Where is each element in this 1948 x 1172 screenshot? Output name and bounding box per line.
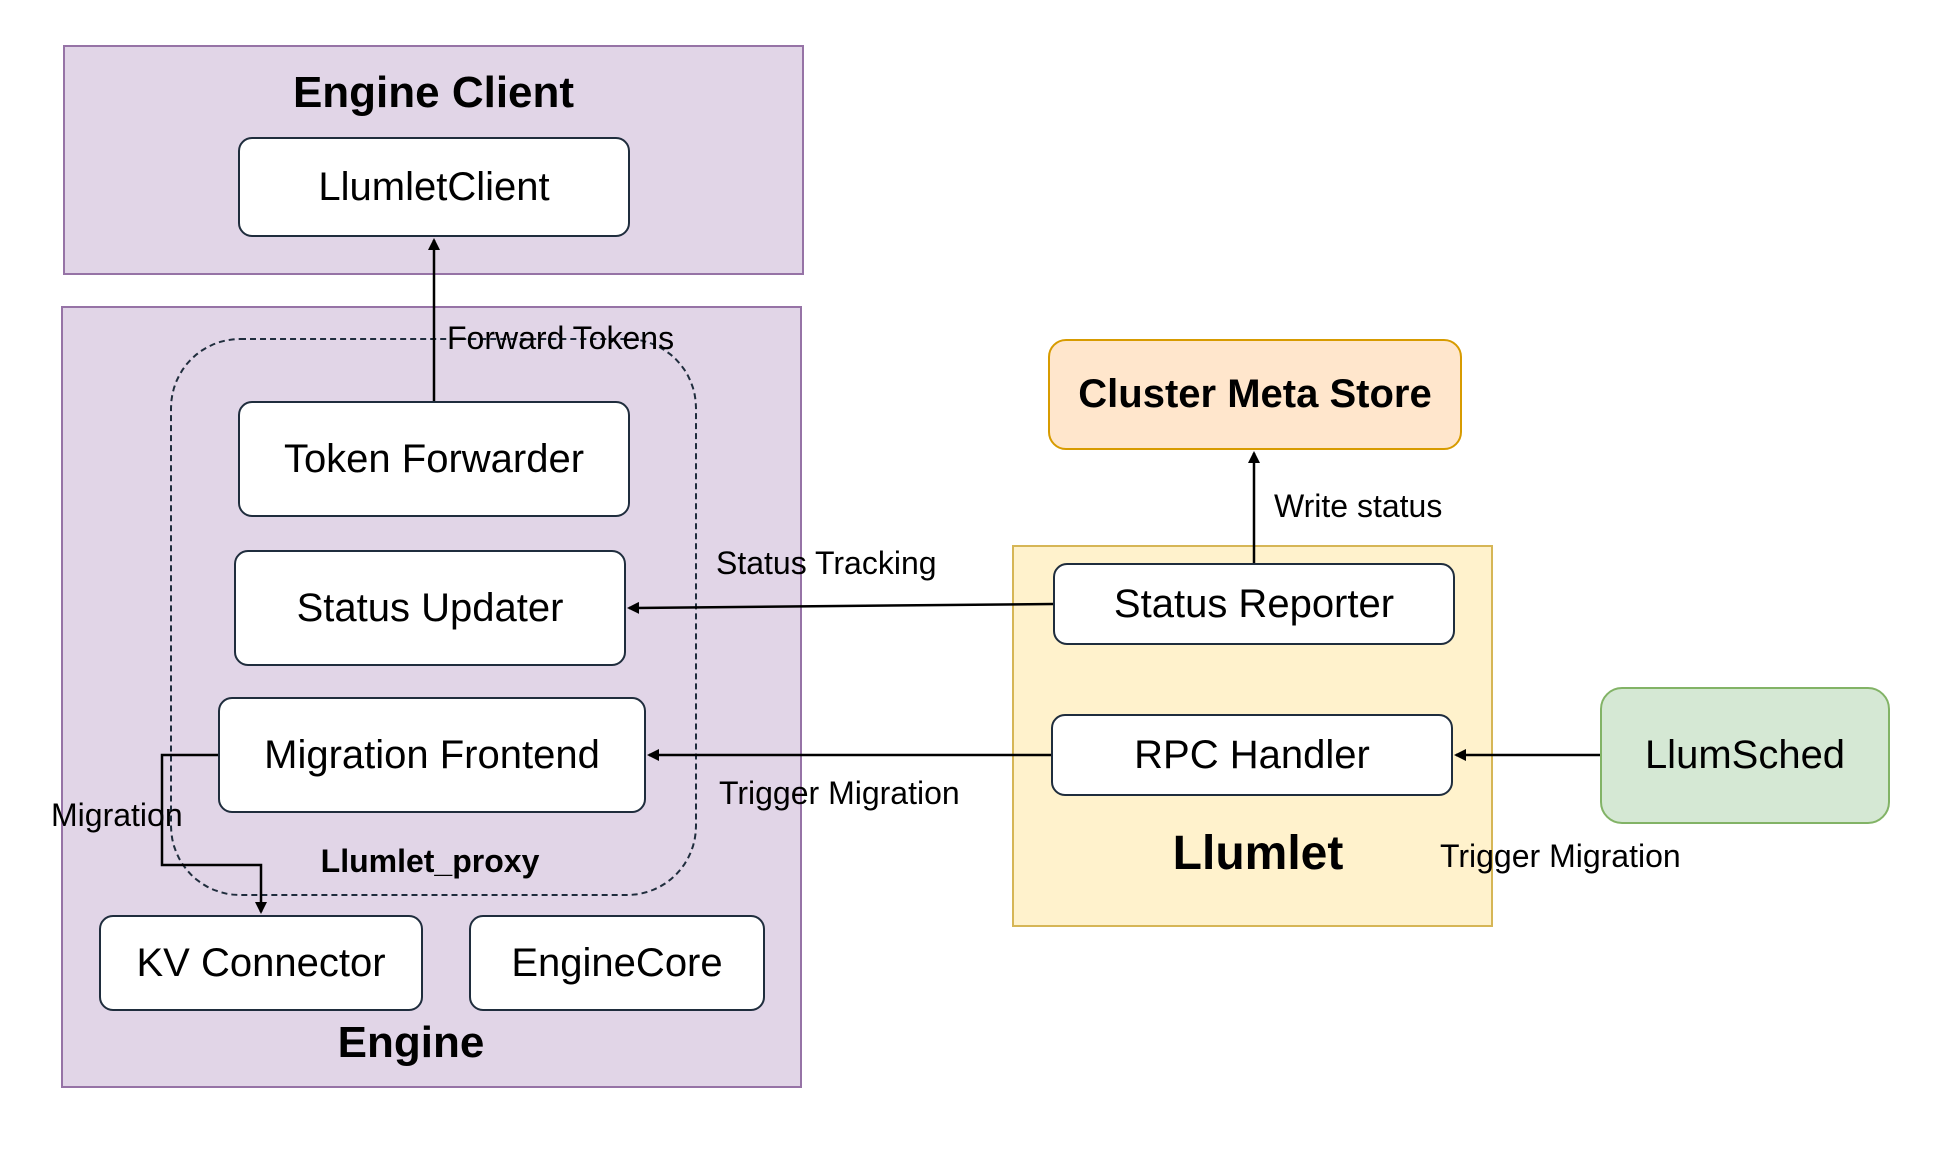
kv-connector-label: KV Connector [136, 940, 386, 985]
status-reporter-label: Status Reporter [1113, 581, 1395, 626]
edge-migration [160, 753, 267, 914]
llumlet-client-label: LlumletClient [318, 164, 550, 209]
llumsched-label: LlumSched [1644, 733, 1846, 777]
token-forwarder-label: Token Forwarder [283, 436, 585, 481]
llumlet-title: Llumlet [1172, 827, 1344, 880]
trigger-migration-rpc-label: Trigger Migration [719, 775, 960, 811]
engine-core-node[interactable]: EngineCore [469, 915, 765, 1011]
cluster-meta-store-label: Cluster Meta Store [1078, 372, 1432, 416]
token-forwarder-node[interactable]: Token Forwarder [238, 401, 630, 517]
status-updater-label: Status Updater [296, 585, 564, 630]
migration-label: Migration [51, 797, 183, 833]
llumlet-client-node[interactable]: LlumletClient [238, 137, 630, 237]
trigger-migration-sched-label: Trigger Migration [1440, 838, 1681, 874]
forward-tokens-label: Forward Tokens [447, 320, 675, 356]
llumlet-proxy-title: Llumlet_proxy [320, 843, 540, 879]
rpc-handler-node[interactable]: RPC Handler [1051, 714, 1453, 796]
kv-connector-node[interactable]: KV Connector [99, 915, 423, 1011]
engine-client-title: Engine Client [292, 68, 575, 117]
rpc-handler-label: RPC Handler [1134, 732, 1370, 777]
edge-status-tracking [627, 601, 1054, 614]
migration-frontend-node[interactable]: Migration Frontend [218, 697, 646, 813]
status-updater-node[interactable]: Status Updater [234, 550, 626, 666]
write-status-label: Write status [1274, 488, 1443, 524]
cluster-meta-store-node[interactable]: Cluster Meta Store [1048, 339, 1462, 450]
status-tracking-label: Status Tracking [716, 545, 937, 581]
engine-core-label: EngineCore [511, 940, 723, 985]
migration-frontend-label: Migration Frontend [264, 732, 600, 777]
engine-title: Engine [337, 1018, 485, 1067]
status-reporter-node[interactable]: Status Reporter [1053, 563, 1455, 645]
llumsched-node[interactable]: LlumSched [1600, 687, 1890, 824]
